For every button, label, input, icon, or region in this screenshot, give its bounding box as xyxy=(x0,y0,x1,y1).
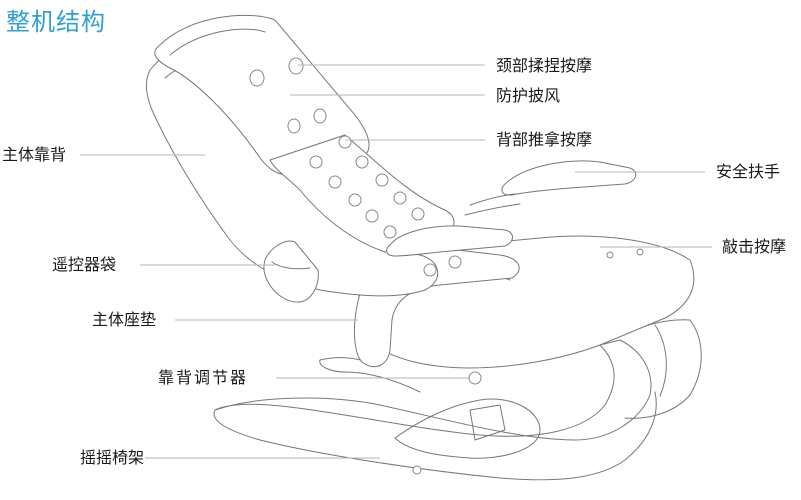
rocker-frame xyxy=(214,339,652,441)
leader-lines xyxy=(80,64,712,459)
remote-bag xyxy=(263,240,319,303)
label-backrest-adjuster: 靠背调节器 xyxy=(158,368,249,387)
label-tapping-massage: 敲击按摩 xyxy=(722,237,787,256)
label-neck-massage: 颈部揉捏按摩 xyxy=(496,56,593,75)
windbreak-panel xyxy=(154,14,370,177)
massage-nodes xyxy=(249,57,462,277)
label-safety-armrest: 安全扶手 xyxy=(716,162,781,181)
safety-armrest xyxy=(501,160,637,196)
diagram-title: 整机结构 xyxy=(6,8,106,36)
label-main-back: 主体靠背 xyxy=(2,145,67,164)
adjuster-knob xyxy=(468,371,482,385)
label-seat-cushion: 主体座垫 xyxy=(92,310,157,329)
label-windbreak: 防护披风 xyxy=(496,86,561,105)
rocker-screw xyxy=(412,465,422,475)
label-rocker-frame: 摇摇椅架 xyxy=(80,448,145,467)
label-remote-bag: 遥控器袋 xyxy=(52,255,117,274)
label-back-massage: 背部推拿按摩 xyxy=(496,130,593,149)
